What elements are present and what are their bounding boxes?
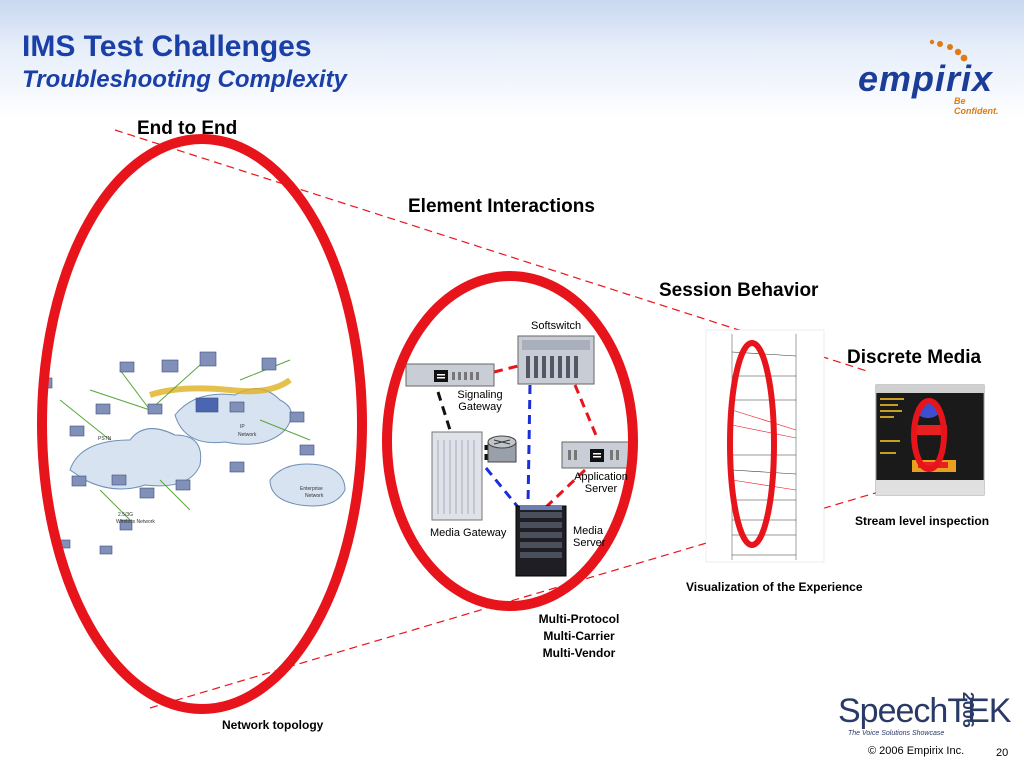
signaling-gateway-label-line2: Gateway [458,401,502,413]
caption-multi: Multi-Protocol Multi-Carrier Multi-Vendo… [520,611,638,662]
level-discrete-media: Discrete Media [847,347,982,368]
logo-dots-icon [929,39,968,62]
caption-multi-vendor: Multi-Vendor [542,646,616,660]
element-links [436,364,600,513]
media-server-label: Media Server [573,525,605,549]
media-server-label-line1: Media [573,525,603,537]
softswitch-chassis-icon [517,335,595,385]
empirix-wordmark: empirix [858,58,994,99]
softswitch-label: Softswitch [531,320,582,332]
application-server-label-line2: Server [584,483,618,495]
caption-network-topology: Network topology [222,718,324,732]
speechtek-year: 2006 [959,692,976,728]
slide-subtitle: Troubleshooting Complexity [22,66,347,93]
media-gateway-label: Media Gateway [430,527,507,539]
media-gateway-cabinet-icon [431,431,483,521]
page-number: 20 [996,747,1009,759]
application-server-label-line1: Application [574,471,628,483]
caption-visualization: Visualization of the Experience [686,580,863,594]
end-to-end-highlight [37,134,367,714]
cone-top-line [114,129,871,373]
svg-text:Network: Network [238,432,257,438]
speechtek-wordmark: SpeechTEK [838,692,1011,730]
application-server-label: Application Server [568,471,634,495]
slide-title: IMS Test Challenges [22,30,312,63]
level-element-interactions: Element Interactions [408,196,595,217]
application-server-icon [561,441,633,469]
caption-stream-inspection: Stream level inspection [855,514,990,528]
signaling-gateway-label-line1: Signaling [457,389,503,401]
empirix-tagline: Be Confident. [954,96,999,116]
signaling-gateway-icon [405,363,495,387]
element-interactions-highlight [382,271,638,611]
svg-text:PSTN: PSTN [98,436,112,442]
svg-text:Wireless Network: Wireless Network [116,519,155,525]
session-behavior-highlight [727,340,777,548]
media-server-rack-icon [515,505,567,577]
empirix-logo: empirix Be Confident. [858,38,1010,116]
level-session-behavior: Session Behavior [659,280,819,301]
router-icon [487,435,517,463]
caption-multi-protocol: Multi-Protocol [538,612,620,626]
speechtek-tagline: The Voice Solutions Showcase [848,730,945,737]
title-band [0,0,1024,120]
copyright: © 2006 Empirix Inc. [868,745,965,757]
speechtek-logo: SpeechTEK 2006 The Voice Solutions Showc… [838,690,1011,740]
media-server-label-line2: Server [573,537,606,549]
svg-text:2.5/3G: 2.5/3G [118,512,133,518]
caption-multi-carrier: Multi-Carrier [543,629,615,643]
discrete-media-highlight [911,398,947,472]
level-end-to-end: End to End [137,118,238,139]
signaling-gateway-label: Signaling Gateway [450,389,510,413]
svg-text:IP: IP [240,424,245,430]
svg-text:Network: Network [305,493,324,499]
svg-text:Enterprise: Enterprise [300,486,323,492]
